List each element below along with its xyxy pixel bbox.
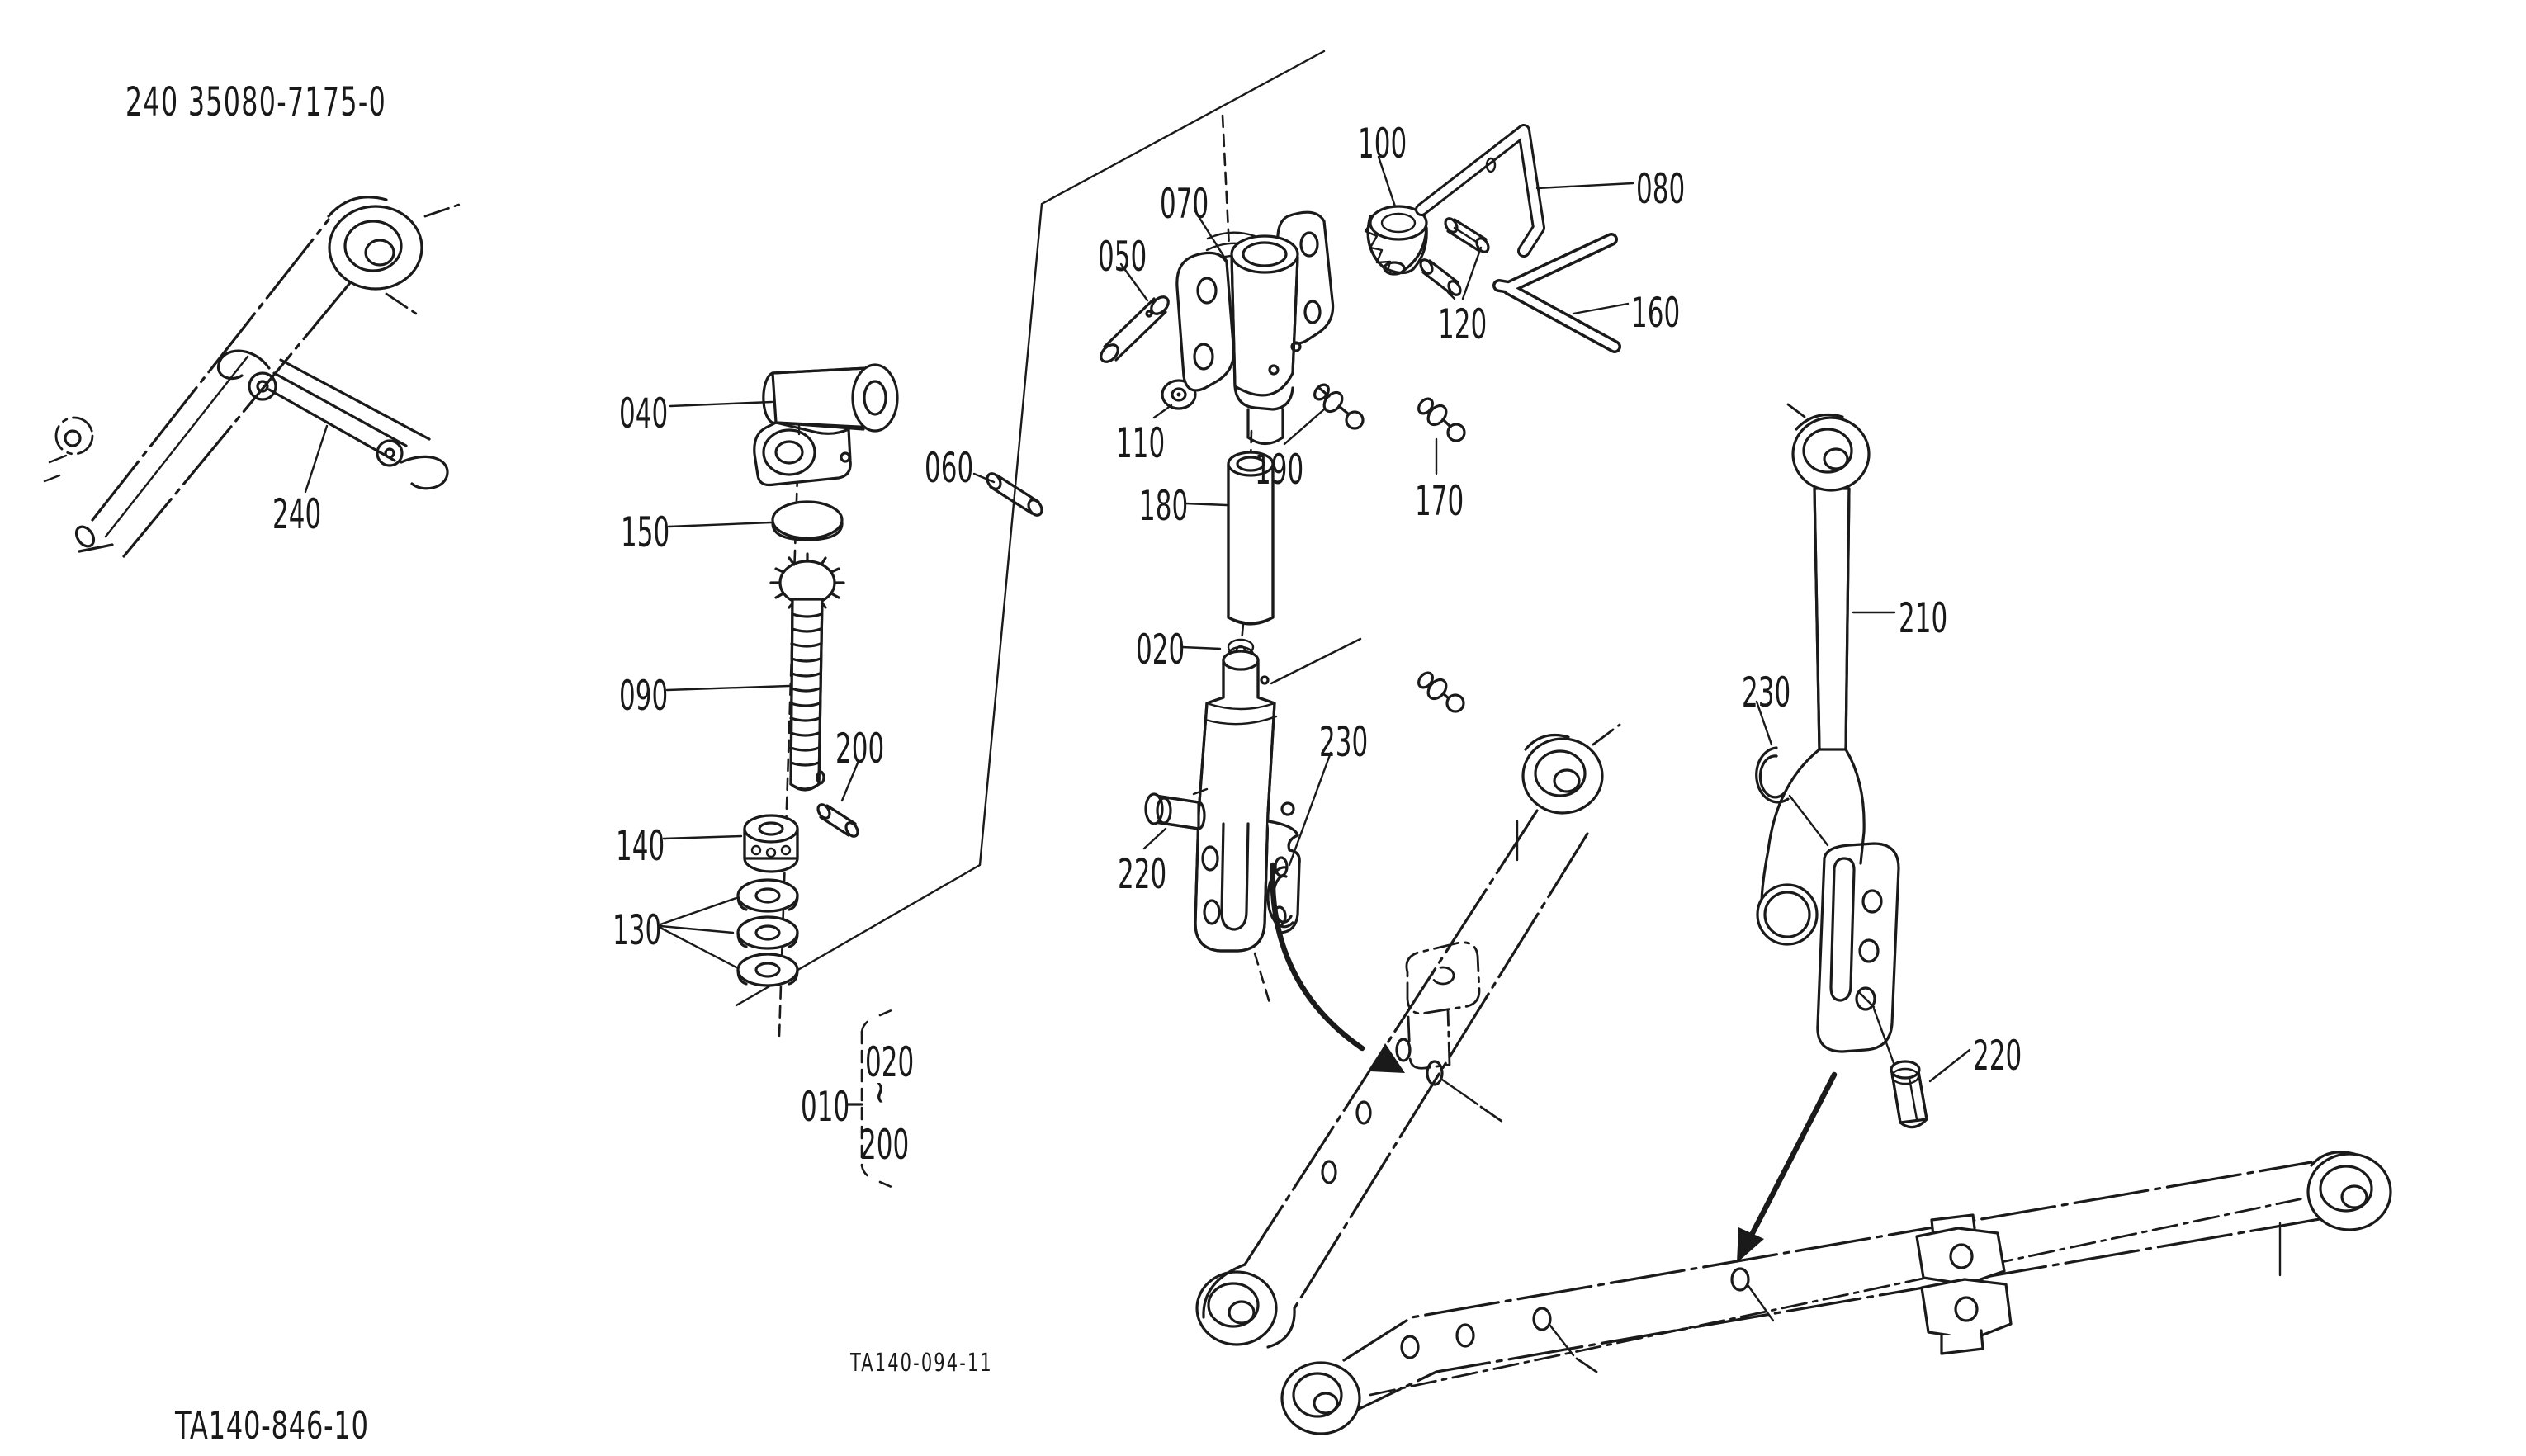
part-label-050: 050 xyxy=(1098,233,1147,281)
part-label-020: 020 xyxy=(1136,626,1185,674)
part-150-cap xyxy=(667,500,844,541)
part-label-110: 110 xyxy=(1116,419,1166,467)
part-090-screw xyxy=(665,552,845,792)
part-210-lift-rod xyxy=(1756,403,1900,1065)
part-100-gear-knob xyxy=(1364,155,1428,276)
part-label-080: 080 xyxy=(1636,165,1686,213)
part-180-tube xyxy=(1184,451,1275,626)
part-170-grease-fitting-lower xyxy=(1260,637,1465,713)
lower-link-arm xyxy=(1280,1151,2392,1435)
part-label-060: 060 xyxy=(925,444,974,492)
bracket-range-tilde: ~ xyxy=(861,1080,901,1106)
part-170-grease-fitting-upper xyxy=(1417,397,1466,475)
part-240-hook-rod xyxy=(216,349,449,494)
bracket-range-top: 020 xyxy=(865,1038,915,1086)
part-label-130: 130 xyxy=(613,906,662,954)
part-label-040: 040 xyxy=(619,390,669,437)
part-label-150: 150 xyxy=(621,508,670,556)
part-label-180: 180 xyxy=(1139,482,1189,530)
part-220-pin-right xyxy=(1890,1048,1971,1129)
part-label-120: 120 xyxy=(1438,300,1488,348)
part-label-140: 140 xyxy=(616,822,665,870)
part-190-grease-fitting xyxy=(1283,383,1365,446)
part-label-200: 200 xyxy=(835,725,885,773)
part-220-pin-left xyxy=(1142,787,1209,850)
part-160-guard xyxy=(1492,233,1630,353)
install-arrow-right xyxy=(1737,1071,1838,1263)
upper-lift-arm-reference xyxy=(43,196,461,558)
panel-fold-line xyxy=(735,50,1326,1007)
part-label-220-2: 220 xyxy=(1973,1032,2022,1080)
part-label-090: 090 xyxy=(619,672,669,720)
figure-code: TA140-094-11 xyxy=(850,1349,993,1378)
part-label-220-1: 220 xyxy=(1118,850,1167,898)
page-header-code: 240 35080-7175-0 xyxy=(125,79,387,125)
part-label-230-1: 230 xyxy=(1319,718,1369,766)
part-label-190: 190 xyxy=(1255,446,1304,494)
part-label-170-1: 170 xyxy=(1415,477,1464,525)
page-footer-code: TA140-846-10 xyxy=(175,1403,369,1448)
part-200-pin xyxy=(816,759,860,838)
part-label-070: 070 xyxy=(1160,180,1209,228)
part-230-ring-right xyxy=(1755,700,1829,847)
group-bracket-010 xyxy=(845,1009,893,1189)
part-060-roll-pin xyxy=(972,472,1043,517)
part-040-knuckle xyxy=(669,363,899,487)
part-120-spring-pins xyxy=(1419,217,1490,300)
part-140-bearing xyxy=(662,814,799,873)
part-label-240: 240 xyxy=(272,490,322,538)
part-070-yoke xyxy=(1175,210,1335,446)
part-050-pin xyxy=(1100,262,1170,363)
bracket-label-010: 010 xyxy=(801,1083,850,1131)
bracket-range-bottom: 200 xyxy=(860,1121,910,1169)
part-label-210: 210 xyxy=(1899,594,1948,642)
part-020-turnbuckle xyxy=(1180,645,1301,953)
left-lift-arm xyxy=(1195,723,1621,1349)
part-130-washers xyxy=(659,878,799,987)
part-080-crank-handle xyxy=(1415,124,1634,258)
install-arrow-left xyxy=(1270,862,1405,1073)
part-label-160: 160 xyxy=(1631,289,1681,337)
part-label-100: 100 xyxy=(1358,120,1407,168)
part-label-230-2: 230 xyxy=(1742,669,1791,716)
